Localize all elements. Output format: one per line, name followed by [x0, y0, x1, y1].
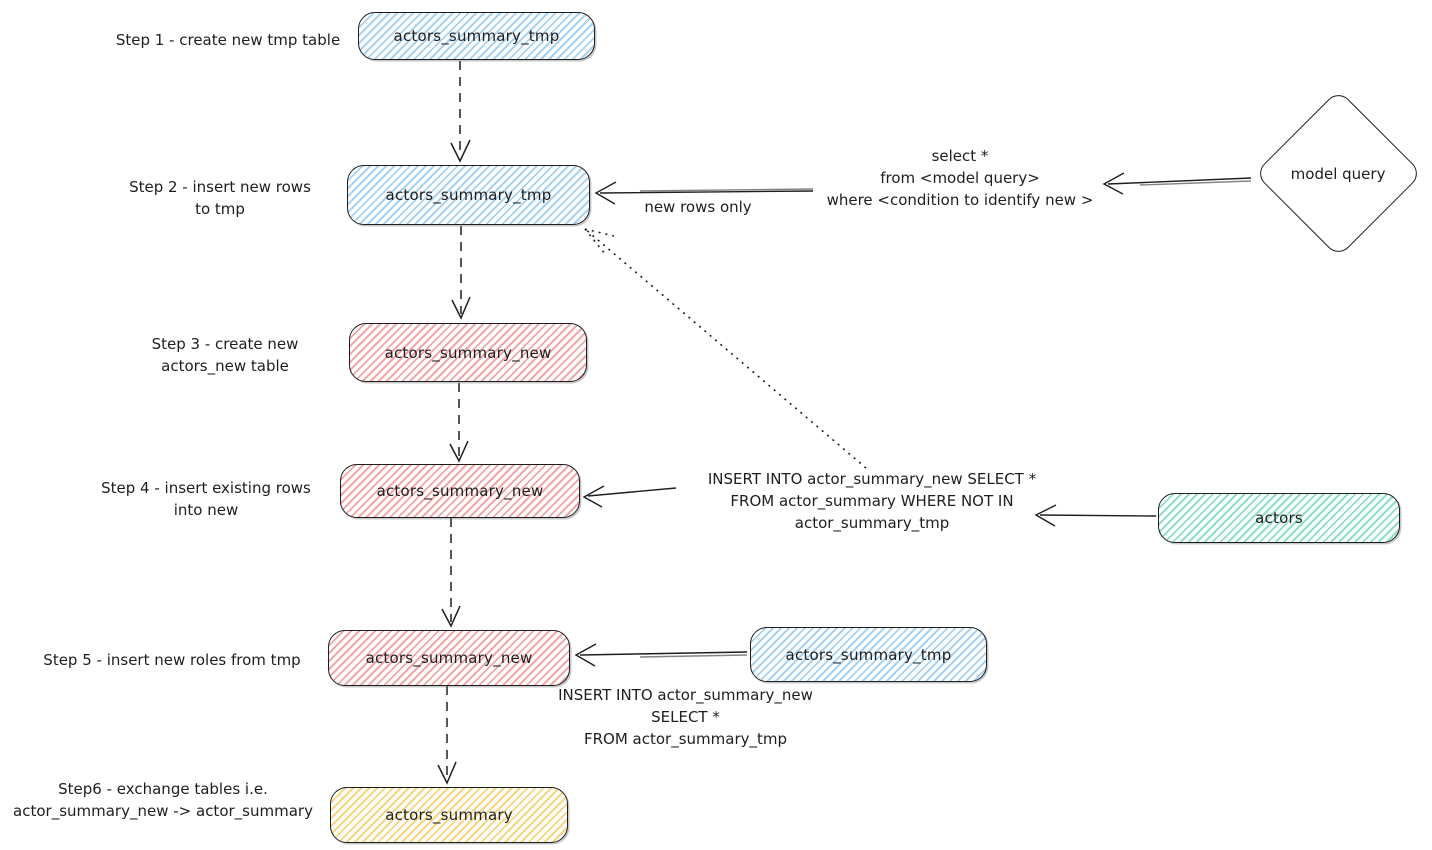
arrow-newrows-to-step2-node [594, 181, 814, 205]
node-label: actors_summary_tmp [385, 186, 552, 204]
step-3-node-actors-summary-new: actors_summary_new [349, 323, 587, 382]
node-label: actors_summary_tmp [393, 27, 560, 45]
dotted-line-step2-to-insertsql [584, 228, 867, 469]
step-6-node-actors-summary: actors_summary [330, 787, 568, 843]
tmp-source-node: actors_summary_tmp [750, 627, 987, 682]
node-label: actors_summary_new [376, 482, 544, 500]
node-label: actors_summary_new [384, 343, 552, 362]
arrow-tmpsource-to-step5-node [574, 643, 748, 667]
arrow-actors-to-insertsql [1034, 504, 1157, 527]
arrow-modelquery-to-selectquery [1102, 172, 1252, 195]
step-2-node-actors-summary-tmp: actors_summary_tmp [347, 165, 590, 225]
arrow-step1-to-step2 [450, 61, 471, 163]
new-rows-only-label: new rows only [644, 198, 752, 216]
actors-source-node: actors [1158, 493, 1400, 543]
arrow-step5-to-step6 [437, 686, 457, 785]
arrow-step4-to-step5 [441, 518, 461, 628]
arrow-insertsql-to-step4-node [582, 485, 677, 508]
node-label: actors [1255, 509, 1303, 527]
node-label: model query [1291, 164, 1386, 183]
step-1-node-actors-summary-tmp: actors_summary_tmp [358, 12, 595, 60]
step-3-label: Step 3 - create new actors_new table [151, 335, 299, 375]
node-label: actors_summary_tmp [785, 645, 952, 664]
step-1-label: Step 1 - create new tmp table [115, 31, 341, 49]
arrow-step3-to-step4 [449, 383, 469, 463]
step-6-label: Step6 - exchange tables i.e. actor_summa… [13, 780, 313, 820]
step-5-node-actors-summary-new: actors_summary_new [328, 630, 570, 686]
node-label: actors_summary_new [365, 649, 533, 667]
insert-not-in-sql-annotation: INSERT INTO actor_summary_new SELECT * F… [707, 470, 1037, 532]
insert-from-tmp-sql-annotation: INSERT INTO actor_summary_new SELECT * F… [558, 686, 813, 748]
select-query-annotation: select * from <model query> where <condi… [826, 147, 1094, 209]
step-4-label: Step 4 - insert existing rows into new [101, 479, 311, 519]
node-label: actors_summary [385, 806, 513, 824]
step-4-node-actors-summary-new: actors_summary_new [340, 464, 580, 518]
arrow-step2-to-step3 [451, 226, 471, 320]
step-5-label: Step 5 - insert new roles from tmp [43, 651, 301, 669]
step-2-label: Step 2 - insert new rows to tmp [129, 178, 311, 218]
